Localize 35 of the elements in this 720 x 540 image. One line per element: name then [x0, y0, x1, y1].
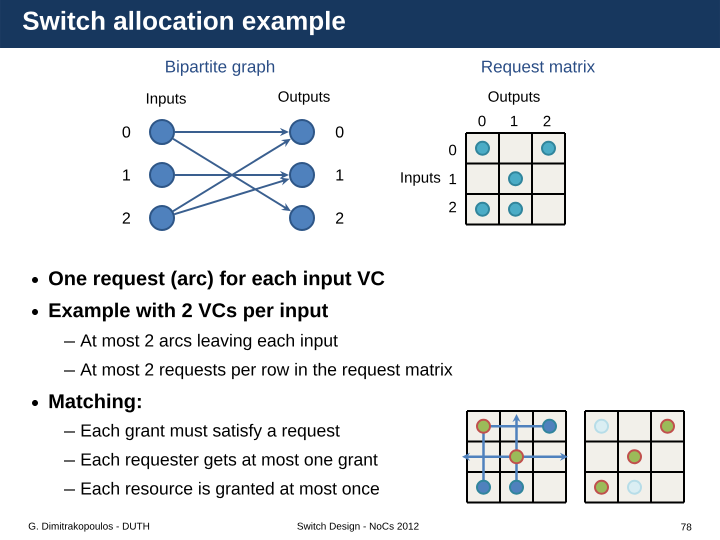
row-number: 1: [450, 174, 456, 184]
column-number: 0: [478, 116, 486, 126]
column-number: 2: [544, 116, 550, 126]
footer-text: Switch Design - NoCs 2012: [297, 522, 419, 532]
bullet-text: At most 2 requests per row in the request matrix: [80, 362, 452, 380]
section-heading: Request matrix: [482, 60, 595, 76]
graph-vertex: [289, 205, 315, 231]
bullet-text: Each resource is granted at most once: [82, 482, 379, 498]
graph-vertex: [149, 119, 175, 145]
page-number: 78: [681, 523, 692, 531]
column-label: Outputs: [488, 91, 540, 105]
bullet-text: Matching:: [50, 394, 141, 412]
footer-text: G. Dimitrakopoulos - DUTH: [28, 522, 150, 532]
vertex-number: 0: [122, 126, 130, 138]
bullet-text: Each grant must satisfy a request: [82, 424, 340, 440]
bullet-text: At most 2 arcs leaving each input: [80, 334, 338, 350]
graph-vertex: [149, 162, 175, 188]
vertex-number: 2: [336, 212, 344, 224]
title-bar: Switch allocation example: [0, 0, 720, 48]
bullet-text: Each requester gets at most one grant: [82, 452, 378, 470]
row-label: Inputs: [401, 172, 440, 186]
vertex-number: 2: [122, 212, 130, 224]
graph-vertex: [289, 162, 315, 188]
graph-vertex: [149, 205, 175, 231]
column-number: 1: [510, 116, 518, 126]
row-number: 2: [449, 202, 456, 212]
row-number: 0: [449, 144, 456, 156]
vertex-number: 0: [336, 126, 344, 138]
vertex-number: 1: [123, 170, 130, 180]
section-heading: Bipartite graph: [166, 60, 274, 76]
bullet-text: One request (arc) for each input VC: [49, 270, 384, 290]
bullet-text: Example with 2 VCs per input: [50, 302, 328, 322]
graph-vertex: [289, 119, 315, 145]
vertex-number: 1: [336, 170, 344, 180]
column-label: Outputs: [278, 91, 330, 105]
